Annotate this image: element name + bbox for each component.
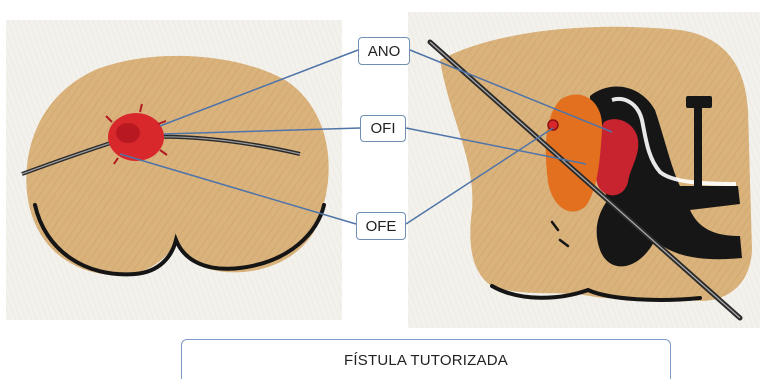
label-ano: ANO <box>358 37 410 65</box>
label-ofe: OFE <box>356 212 406 240</box>
label-ofi: OFI <box>360 115 406 142</box>
instrument-shaft <box>694 104 702 200</box>
sagittal-view <box>408 12 760 328</box>
figure-caption: FÍSTULA TUTORIZADA <box>181 339 671 379</box>
